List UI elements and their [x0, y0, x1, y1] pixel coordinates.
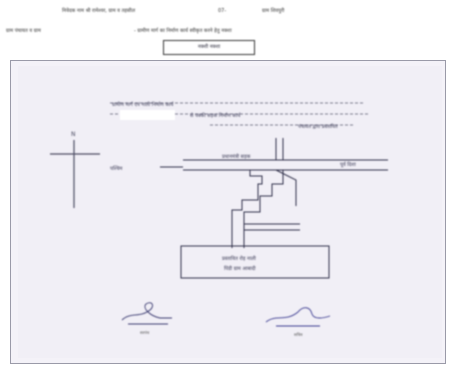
signature-left-label: सरपंच — [140, 330, 150, 335]
header-applicant: निवेदक नाम श्री रामेश्वर, ग्राम व तहसील — [62, 8, 136, 14]
header-village: ग्राम शिवपुरी — [262, 8, 285, 14]
map-road-label: प्रधानमंत्री सड़क — [222, 153, 251, 160]
document-paper — [18, 66, 442, 358]
note-line-3: पंचायत द्वारा प्रस्तावित — [298, 123, 338, 130]
signature-right-icon — [265, 307, 331, 327]
map-right-label: पूर्व दिशा — [340, 161, 357, 168]
header-line-1: निवेदक नाम श्री रामेश्वर, ग्राम व तहसील … — [0, 6, 449, 18]
header-line-2: ग्राम पंचायत व ग्राम - ग्रामीण मार्ग का … — [0, 26, 449, 38]
header-subject: - ग्रामीण मार्ग का निर्माण कार्य स्वीकृत… — [134, 28, 232, 34]
map-left-label: पश्चिम — [110, 165, 123, 172]
signature-right-label: सचिव — [294, 332, 303, 337]
box-text-1: प्रस्तावित रोड़ नाली — [222, 255, 257, 262]
map-title-box: नक्शी नक्शा — [163, 40, 255, 55]
redaction-patch — [120, 110, 175, 120]
note-line-2: से पक्की सड़क निर्माण कार्य — [190, 112, 241, 119]
box-text-2: पिंडी ग्राम आबादी — [224, 265, 256, 272]
compass-north-label: N — [71, 131, 76, 138]
map-title-label: नक्शी नक्शा — [197, 44, 221, 50]
note-line-1: ग्रामीण मार्ग एवं नाली निर्माण कार्य — [112, 101, 174, 108]
signature-left-icon — [121, 302, 172, 325]
header-panchayat: ग्राम पंचायत व ग्राम — [6, 28, 41, 34]
header-number: 07- — [218, 8, 227, 14]
compass-icon: N — [50, 131, 100, 208]
